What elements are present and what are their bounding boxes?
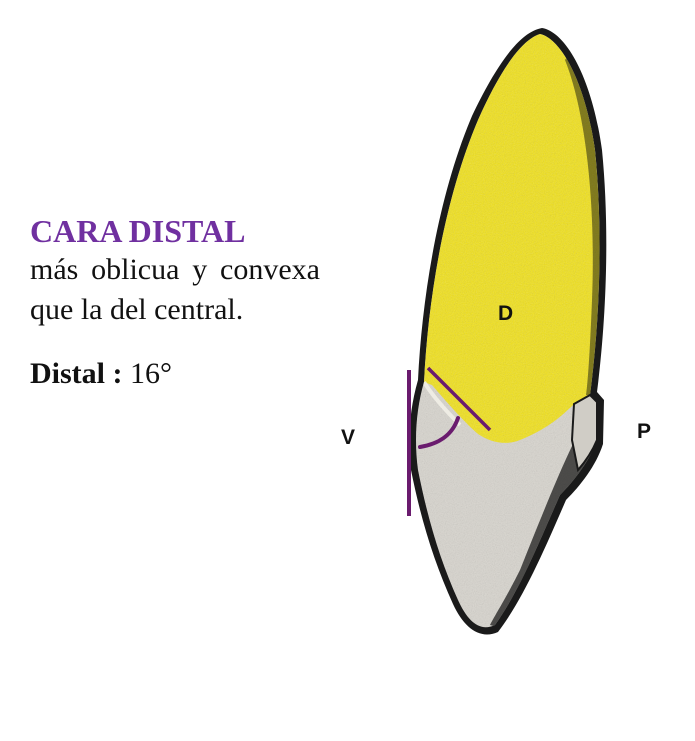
cingulum (570, 393, 598, 473)
label-distal: D (498, 302, 514, 325)
distal-oblique-line (426, 366, 492, 432)
angle-arc (418, 416, 460, 449)
description-text: más oblicua y convexa que la del central… (30, 253, 320, 326)
distal-angle-label: Distal : (30, 357, 123, 390)
distal-angle-value: 16° (130, 357, 172, 390)
distal-angle: Distal : 16° (30, 354, 320, 394)
heading: CARA DISTAL (30, 213, 246, 249)
label-vestibular: V (341, 426, 356, 449)
label-palatal: P (637, 420, 652, 443)
description-block: CARA DISTAL más oblicua y convexa que la… (30, 212, 320, 394)
